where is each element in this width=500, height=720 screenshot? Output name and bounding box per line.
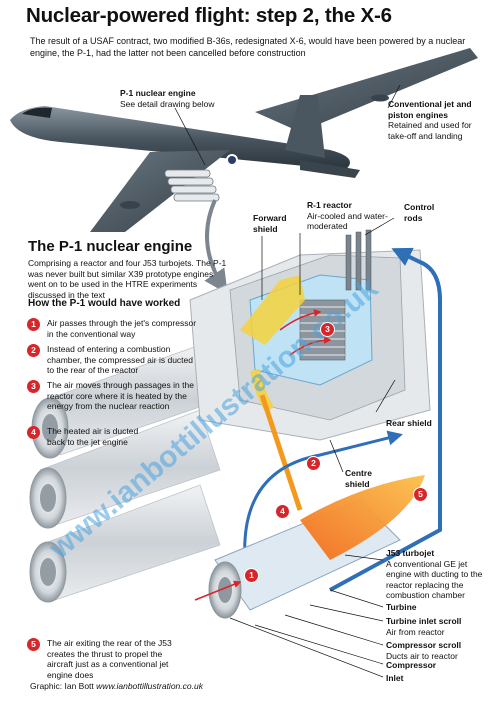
label-centre-shield: Centre shield — [345, 468, 387, 489]
step-text: Instead of entering a combustion chamber… — [47, 344, 193, 375]
section-title: The P-1 nuclear engine — [28, 238, 193, 255]
label-inlet-title: Inlet — [386, 673, 404, 683]
label-r1-reactor: R-1 reactor Air-cooled and water-moderat… — [307, 200, 389, 232]
intro-text: The result of a USAF contract, two modif… — [30, 36, 466, 58]
label-centre-shield-title: Centre shield — [345, 468, 372, 489]
step-text: The heated air is ducted back to the jet… — [47, 426, 139, 447]
step-badge-5: 5 — [413, 487, 428, 502]
steps-title: How the P-1 would have worked — [28, 298, 181, 309]
step-text: The air moves through passages in the re… — [47, 380, 194, 411]
label-compressor: Compressor — [386, 660, 490, 671]
step-item-3: 3 The air moves through passages in the … — [27, 380, 197, 412]
step-number: 4 — [27, 426, 40, 439]
label-control-rods-title: Control rods — [404, 202, 435, 223]
step-number: 3 — [27, 380, 40, 393]
step-number: 1 — [27, 318, 40, 331]
label-compressor-title: Compressor — [386, 660, 437, 670]
step-badge-2: 2 — [306, 456, 321, 471]
label-inlet: Inlet — [386, 673, 490, 684]
label-p1-engine-body: See detail drawing below — [120, 98, 215, 109]
step-badge-4: 4 — [275, 504, 290, 519]
step-badge-1: 1 — [244, 568, 259, 583]
label-turbine-inlet-scroll-title: Turbine inlet scroll — [386, 616, 462, 626]
step-badge-3: 3 — [320, 322, 335, 337]
label-j53-title: J53 turbojet — [386, 548, 435, 558]
step-item-4: 4 The heated air is ducted back to the j… — [27, 426, 147, 447]
step-item-1: 1 Air passes through the jet's compresso… — [27, 318, 197, 339]
label-conventional: Conventional jet and piston engines Reta… — [388, 99, 488, 141]
label-p1-engine-title: P-1 nuclear engine — [120, 88, 196, 98]
step-number: 2 — [27, 344, 40, 357]
credit-url[interactable]: www.ianbottillustration.co.uk — [96, 681, 203, 691]
label-p1-engine: P-1 nuclear engine See detail drawing be… — [120, 88, 240, 109]
label-turbine-inlet-scroll: Turbine inlet scroll Air from reactor — [386, 616, 490, 637]
label-compressor-scroll-title: Compressor scroll — [386, 640, 462, 650]
label-r1-reactor-body: Air-cooled and water-moderated — [307, 210, 388, 232]
page-title: Nuclear-powered flight: step 2, the X-6 — [26, 4, 392, 27]
label-forward-shield: Forward shield — [253, 213, 297, 234]
step-number: 5 — [27, 638, 40, 651]
label-turbine-title: Turbine — [386, 602, 417, 612]
x6-aircraft — [10, 48, 478, 232]
label-rear-shield-title: Rear shield — [386, 418, 432, 428]
label-compressor-scroll-body: Ducts air to reactor — [386, 650, 458, 661]
p1-engine-detail — [29, 229, 442, 619]
credit-line: Graphic: Ian Bott www.ianbottillustratio… — [30, 681, 203, 691]
label-rear-shield: Rear shield — [386, 418, 466, 429]
label-compressor-scroll: Compressor scroll Ducts air to reactor — [386, 640, 490, 661]
label-j53: J53 turbojet A conventional GE jet engin… — [386, 548, 490, 601]
step-text: Air passes through the jet's compressor … — [47, 318, 197, 339]
step-item-2: 2 Instead of entering a combustion chamb… — [27, 344, 197, 376]
label-control-rods: Control rods — [404, 202, 444, 223]
label-conventional-title: Conventional jet and piston engines — [388, 99, 472, 120]
label-turbine-inlet-scroll-body: Air from reactor — [386, 626, 445, 637]
label-forward-shield-title: Forward shield — [253, 213, 287, 234]
step-text: The air exiting the rear of the J53 crea… — [47, 638, 172, 680]
label-conventional-body: Retained and used for take-off and landi… — [388, 120, 472, 141]
step-item-5: 5 The air exiting the rear of the J53 cr… — [27, 638, 187, 680]
section-description: Comprising a reactor and four J53 turboj… — [28, 258, 227, 300]
label-r1-reactor-title: R-1 reactor — [307, 200, 352, 210]
label-j53-body: A conventional GE jet engine with ductin… — [386, 558, 483, 601]
label-turbine: Turbine — [386, 602, 490, 613]
credit-prefix: Graphic: Ian Bott — [30, 681, 94, 691]
p1-engine-pod — [164, 169, 220, 202]
